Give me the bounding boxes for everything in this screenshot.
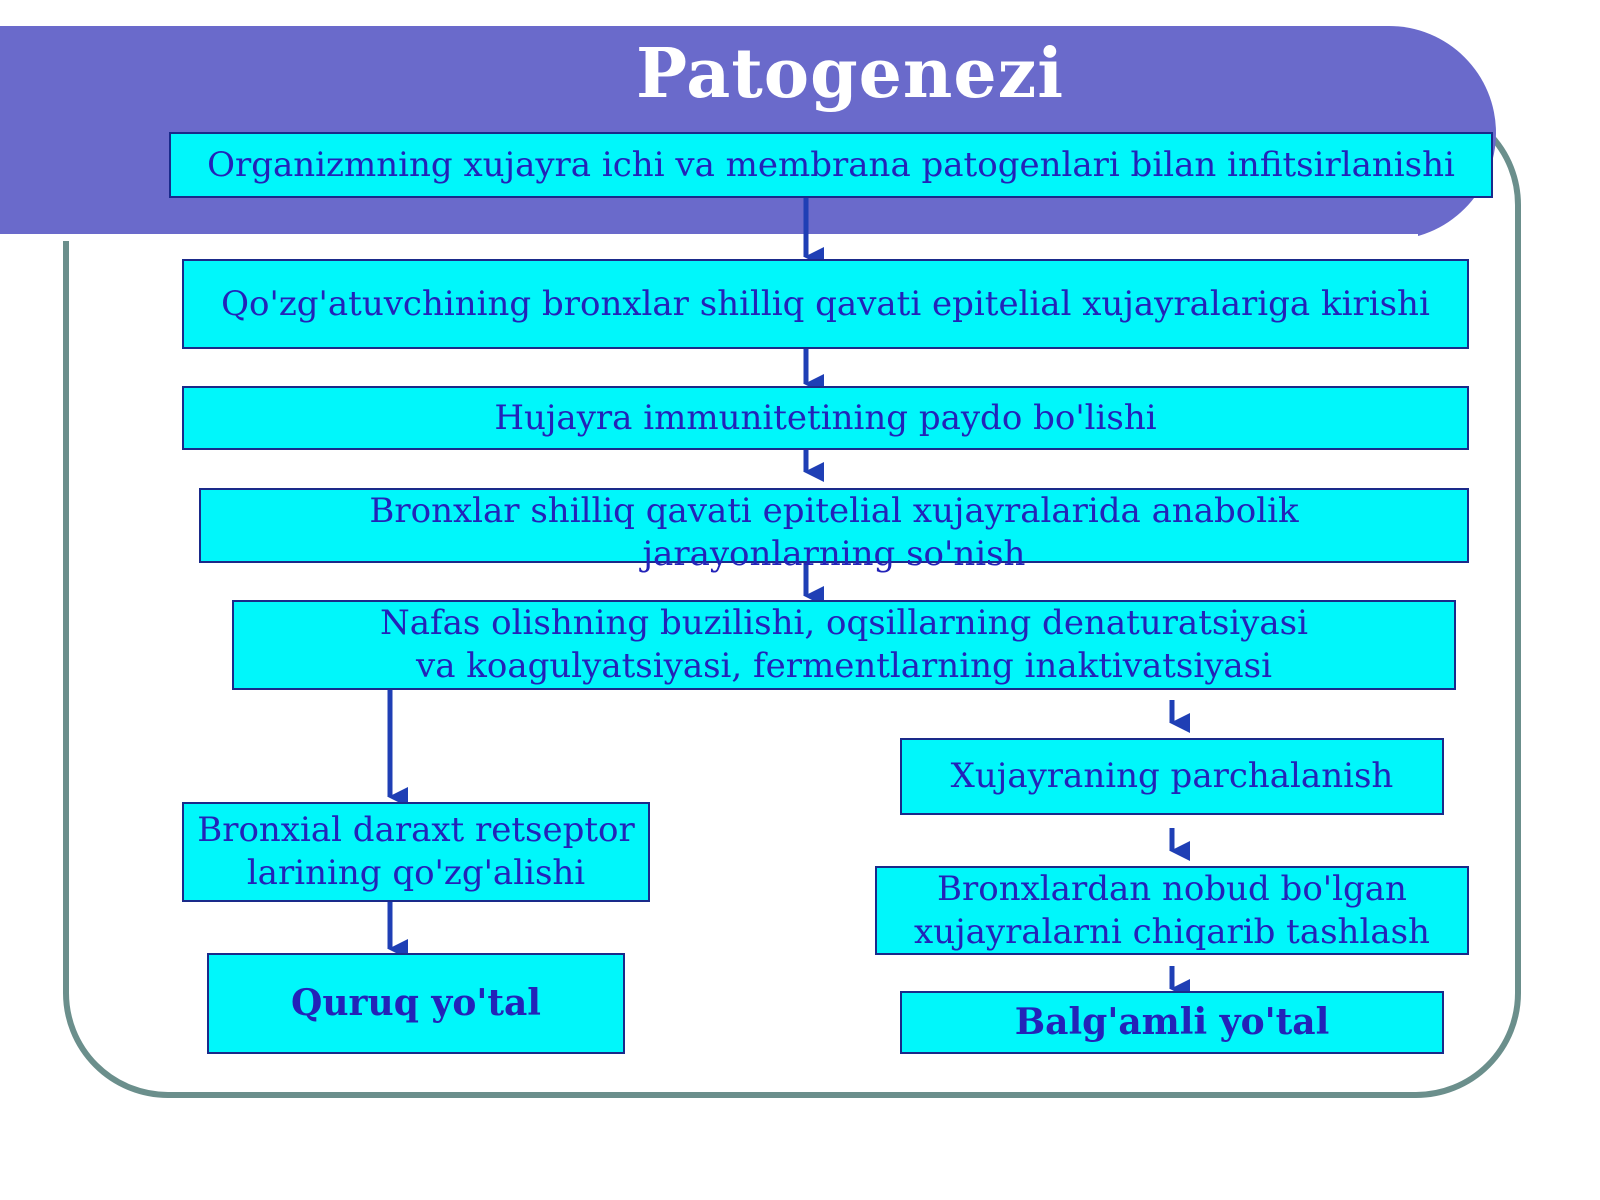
right-cell-breakdown: Xujayraning parchalanish [900, 738, 1444, 815]
step-respiration-disruption: Nafas olishning buzilishi, oqsillarning … [232, 600, 1456, 690]
right-productive-cough: Balg'amli yo'tal [900, 991, 1444, 1054]
header-divider [0, 234, 1418, 241]
right-dead-cell-removal: Bronxlardan nobud bo'lgan xujayralarni c… [875, 866, 1469, 955]
step-infection: Organizmning xujayra ichi va membrana pa… [169, 132, 1493, 198]
left-receptor-irritation: Bronxial daraxt retseptor larining qo'zg… [182, 802, 650, 902]
step-anabolic-decline: Bronxlar shilliq qavati epitelial xujayr… [199, 488, 1469, 574]
step-pathogen-entry: Qo'zg'atuvchining bronxlar shilliq qavat… [182, 259, 1469, 349]
step-cell-immunity: Hujayra immunitetining paydo bo'lishi [182, 386, 1469, 450]
slide-title: Patogenezi [635, 34, 1065, 114]
left-dry-cough: Quruq yo'tal [207, 953, 625, 1054]
